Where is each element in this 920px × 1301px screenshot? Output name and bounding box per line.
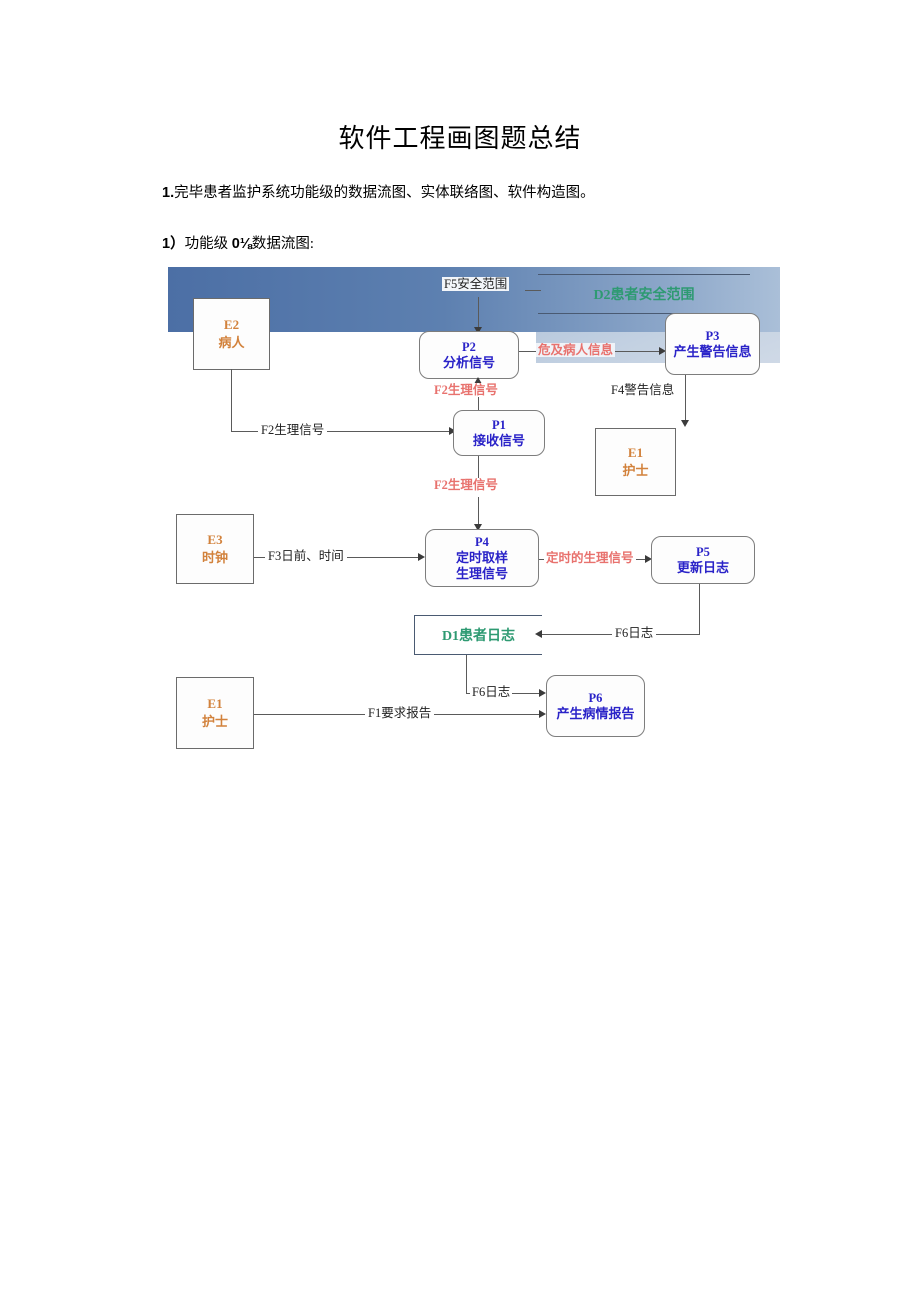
data-store-d1: D1患者日志 bbox=[414, 615, 542, 655]
data-flow-diagram: D2患者安全范围 F5安全范围 E2 病人 F2生理信号 P2 分析信号 危及病… bbox=[168, 265, 780, 751]
process-p3-id: P3 bbox=[705, 328, 720, 343]
process-p4-id: P4 bbox=[475, 534, 489, 549]
paragraph-1-number: 1. bbox=[162, 185, 175, 201]
process-p2-analyze: P2 分析信号 bbox=[419, 331, 519, 379]
page-title: 软件工程画图题总结 bbox=[338, 124, 582, 153]
connector-p1-to-p4-lower bbox=[478, 497, 480, 529]
process-p6-name: 产生病情报告 bbox=[556, 705, 635, 721]
process-p4-name-line2: 生理信号 bbox=[455, 565, 508, 581]
paragraph-2-text-before: 功能级 bbox=[184, 236, 232, 252]
paragraph-2-number: 1） bbox=[162, 236, 185, 252]
entity-e3-id: E3 bbox=[207, 532, 223, 548]
flow-label-f2-physio-a: F2生理信号 bbox=[431, 383, 501, 398]
process-p5-id: P5 bbox=[696, 544, 710, 559]
data-store-d2-label: D2患者安全范围 bbox=[593, 288, 695, 303]
arrowhead-into-p4 bbox=[474, 524, 482, 531]
arrowhead-p3-into-e1 bbox=[681, 420, 689, 427]
process-p1-id: P1 bbox=[492, 417, 506, 432]
process-p4-sample: P4 定时取样 生理信号 bbox=[425, 529, 539, 587]
connector-p1-to-p4 bbox=[478, 456, 480, 479]
entity-e1-nurse-top: E1 护士 bbox=[595, 428, 676, 496]
connector-p5-down bbox=[699, 584, 701, 635]
process-p5-update-log: P5 更新日志 bbox=[651, 536, 755, 584]
flow-label-timed-physio: 定时的生理信号 bbox=[544, 551, 636, 566]
data-store-d2: D2患者安全范围 bbox=[538, 274, 750, 314]
entity-e2-id: E2 bbox=[223, 317, 240, 333]
paragraph-2: 1）功能级 0⅛数据流图: bbox=[162, 234, 314, 256]
arrowhead-p2-into-p3 bbox=[659, 347, 666, 355]
process-p1-name: 接收信号 bbox=[472, 432, 525, 448]
arrowhead-e1-into-p6 bbox=[539, 710, 546, 718]
arrowhead-d1-into-p6 bbox=[539, 689, 546, 697]
process-p2-name: 分析信号 bbox=[442, 354, 495, 370]
flow-label-danger-info: 危及病人信息 bbox=[536, 343, 616, 358]
flow-label-f4-alarm-info: F4警告信息 bbox=[611, 383, 675, 397]
paragraph-2-fraction: 0⅛ bbox=[231, 236, 252, 252]
process-p6-id: P6 bbox=[588, 690, 603, 705]
flow-label-f3-date-time: F3日前、时间 bbox=[265, 549, 347, 564]
arrowhead-e2-into-p1 bbox=[449, 427, 456, 435]
entity-e3-name: 时钟 bbox=[201, 550, 228, 565]
paragraph-1: 1.完毕患者监护系统功能级的数据流图、实体联络图、软件构造图。 bbox=[162, 183, 595, 205]
process-p3-name: 产生警告信息 bbox=[673, 343, 752, 359]
flow-label-f6-log-a: F6日志 bbox=[612, 626, 657, 641]
arrowhead-f5-into-p2 bbox=[474, 327, 482, 334]
data-store-d1-label: D1患者日志 bbox=[441, 629, 516, 644]
connector-e2-down bbox=[231, 369, 233, 432]
paragraph-1-text: 完毕患者监护系统功能级的数据流图、实体联络图、软件构造图。 bbox=[174, 185, 595, 201]
connector-p1-to-p2 bbox=[478, 381, 480, 429]
process-p3-alarm: P3 产生警告信息 bbox=[665, 313, 760, 375]
flow-label-f1-request-report: F1要求报告 bbox=[365, 706, 435, 721]
process-p6-report: P6 产生病情报告 bbox=[546, 675, 645, 737]
entity-e2-patient: E2 病人 bbox=[193, 298, 270, 370]
arrowhead-e3-into-p4 bbox=[418, 553, 425, 561]
arrowhead-p5-into-d1 bbox=[535, 630, 542, 638]
flow-label-f2-physio-c: F2生理信号 bbox=[431, 478, 501, 493]
entity-e3-clock: E3 时钟 bbox=[176, 514, 254, 584]
connector-f5-down bbox=[478, 297, 480, 331]
entity-e1-bottom-name: 护士 bbox=[201, 714, 228, 729]
arrowhead-p4-into-p5 bbox=[645, 555, 652, 563]
connector-p3-to-e1 bbox=[685, 375, 687, 425]
connector-f5-to-d2 bbox=[525, 290, 541, 292]
entity-e2-name: 病人 bbox=[218, 335, 245, 350]
paragraph-2-text-after: 数据流图: bbox=[251, 236, 314, 252]
connector-d1-down bbox=[466, 655, 468, 694]
flow-label-f6-log-b: F6日志 bbox=[470, 685, 513, 700]
process-p5-name: 更新日志 bbox=[676, 559, 729, 575]
flow-label-f2-physio-b: F2生理信号 bbox=[258, 423, 328, 438]
connector-e2-to-p1 bbox=[231, 431, 453, 433]
entity-e1-top-name: 护士 bbox=[622, 463, 649, 478]
process-p4-name-line1: 定时取样 bbox=[455, 549, 508, 565]
entity-e1-bottom-id: E1 bbox=[207, 696, 223, 712]
entity-e1-top-id: E1 bbox=[627, 445, 644, 461]
flow-label-f5-safe-range: F5安全范围 bbox=[442, 277, 510, 292]
entity-e1-nurse-bottom: E1 护士 bbox=[176, 677, 254, 749]
process-p2-id: P2 bbox=[462, 339, 476, 354]
process-p1-receive: P1 接收信号 bbox=[453, 410, 545, 456]
arrowhead-p1-into-p2 bbox=[474, 377, 482, 384]
